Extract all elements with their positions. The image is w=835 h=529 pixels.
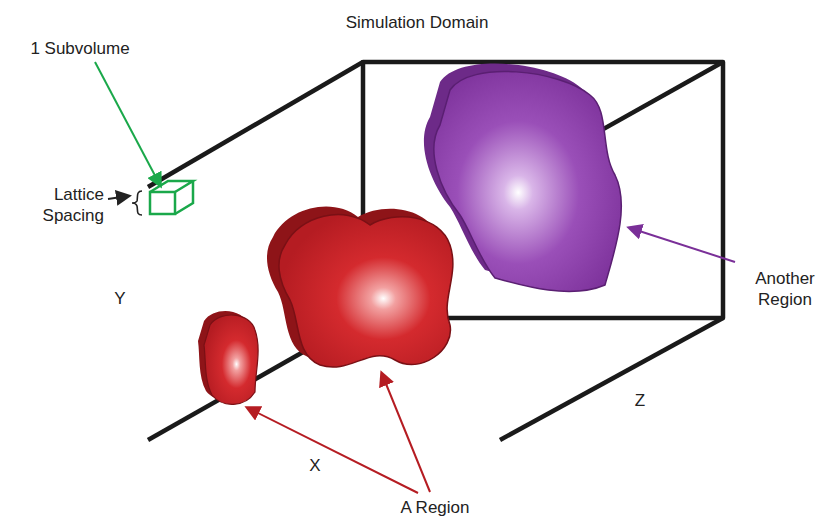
domain-box (148, 62, 723, 440)
leader-arrow (95, 62, 160, 185)
subvolume-cube (150, 181, 193, 214)
callout-label: Another Region (738, 268, 832, 310)
callout-label: A Region (360, 497, 510, 518)
region-purple (424, 63, 621, 291)
leader-arrow (630, 228, 735, 262)
region-red-small (198, 311, 258, 404)
leader-arrow (248, 408, 418, 493)
callout-label: Lattice Spacing (8, 184, 104, 226)
axis-label: Z (628, 390, 652, 411)
diagram-title: Simulation Domain (317, 12, 517, 33)
axis-label: Y (108, 288, 132, 309)
region-red-large (267, 207, 453, 367)
lattice-brace (132, 191, 142, 215)
callout-label: 1 Subvolume (10, 38, 150, 59)
leader-arrow (108, 196, 128, 199)
axis-label: X (303, 455, 327, 476)
leader-arrow (382, 374, 430, 492)
